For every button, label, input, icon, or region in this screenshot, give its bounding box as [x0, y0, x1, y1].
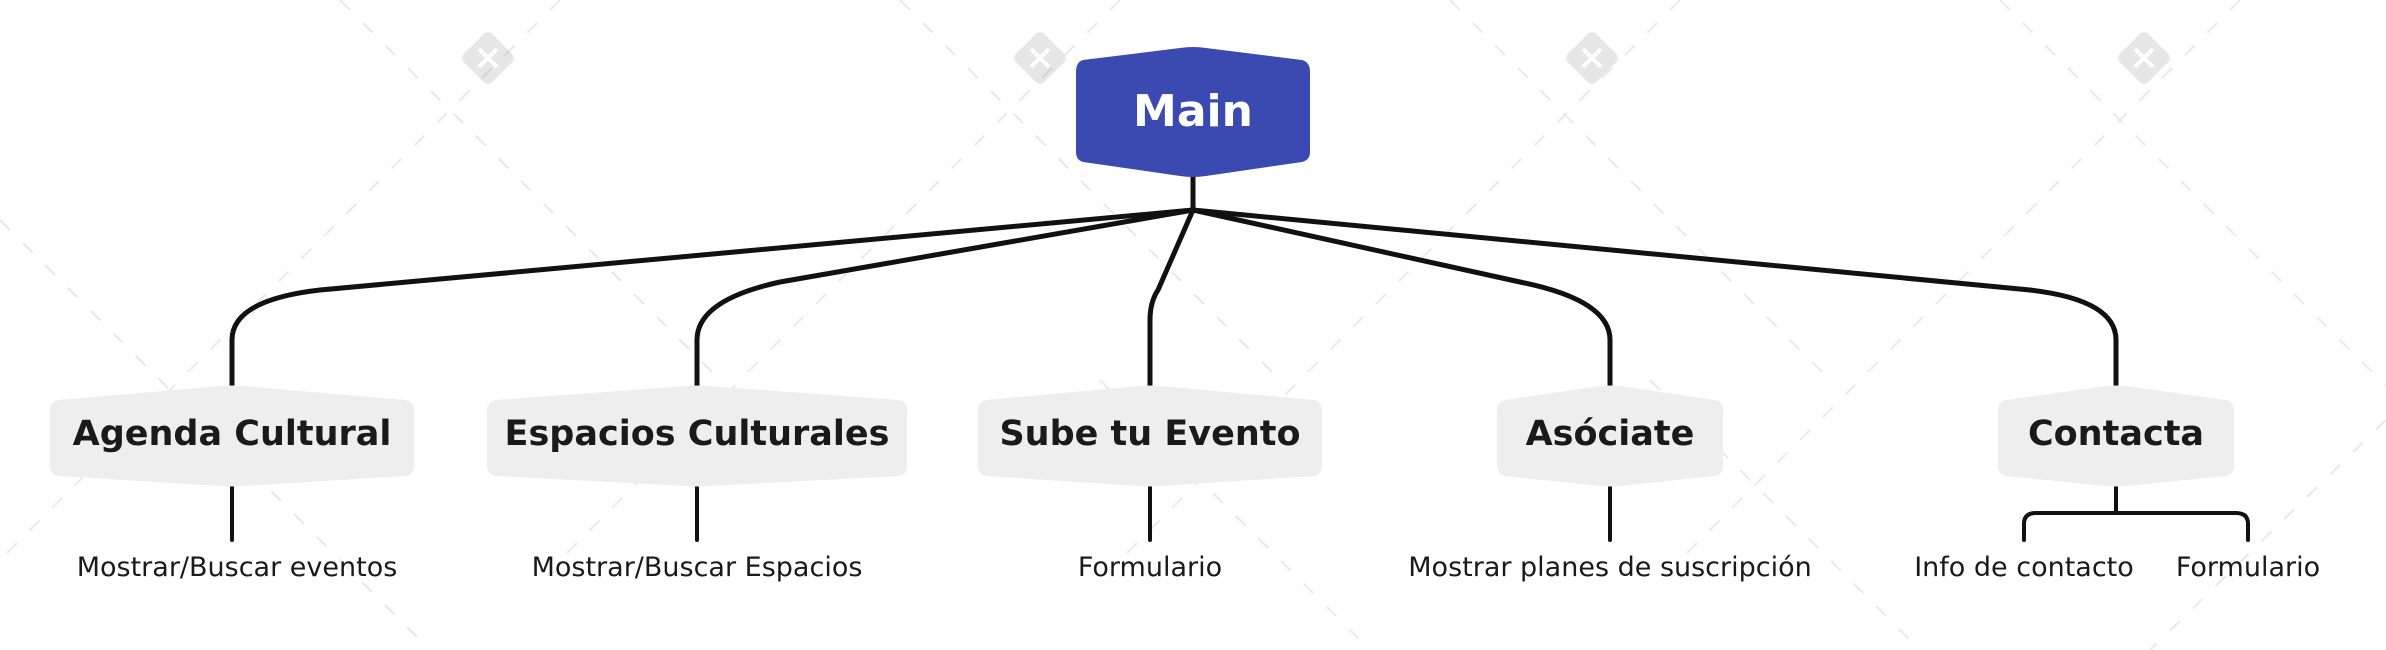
connector-lines [229, 165, 2250, 542]
topic-node-agenda-shape[interactable] [50, 385, 414, 487]
subtopic-mostrar-buscar-espacios[interactable]: Mostrar/Buscar Espacios [531, 552, 863, 583]
topic-node-espacios-shape[interactable] [487, 385, 907, 487]
topic-label-espacios-culturales: Espacios Culturales [504, 414, 890, 454]
connector-sub-contacta [2022, 485, 2250, 542]
topic-label-sube-tu-evento: Sube tu Evento [999, 414, 1301, 454]
subtopic-info-contacto[interactable]: Info de contacto [1914, 552, 2134, 583]
subtopic-mostrar-buscar-eventos[interactable]: Mostrar/Buscar eventos [76, 552, 398, 583]
topic-node-asociate-shape[interactable] [1497, 385, 1723, 487]
topic-node-sube-shape[interactable] [978, 385, 1322, 487]
topic-shapes [50, 385, 2234, 487]
topic-label-contacta: Contacta [2027, 414, 2205, 454]
root-node-label: Main [1133, 86, 1253, 137]
topic-label-agenda-cultural: Agenda Cultural [72, 414, 392, 454]
root-node-shape[interactable] [1076, 47, 1310, 177]
connector-sube-tu-evento [1147, 207, 1196, 388]
topic-label-asociate: Asóciate [1525, 414, 1695, 454]
connector-agenda-cultural [229, 207, 1196, 388]
connector-espacios-culturales [694, 207, 1196, 388]
connector-asociate [1190, 207, 1613, 388]
topic-node-contacta-shape[interactable] [1998, 385, 2234, 487]
subtopic-formulario-contacto[interactable]: Formulario [2175, 552, 2321, 583]
connector-contacta [1190, 207, 2119, 388]
subtopic-planes-suscripcion[interactable]: Mostrar planes de suscripción [1408, 552, 1812, 583]
subtopic-formulario-evento[interactable]: Formulario [1077, 552, 1223, 583]
